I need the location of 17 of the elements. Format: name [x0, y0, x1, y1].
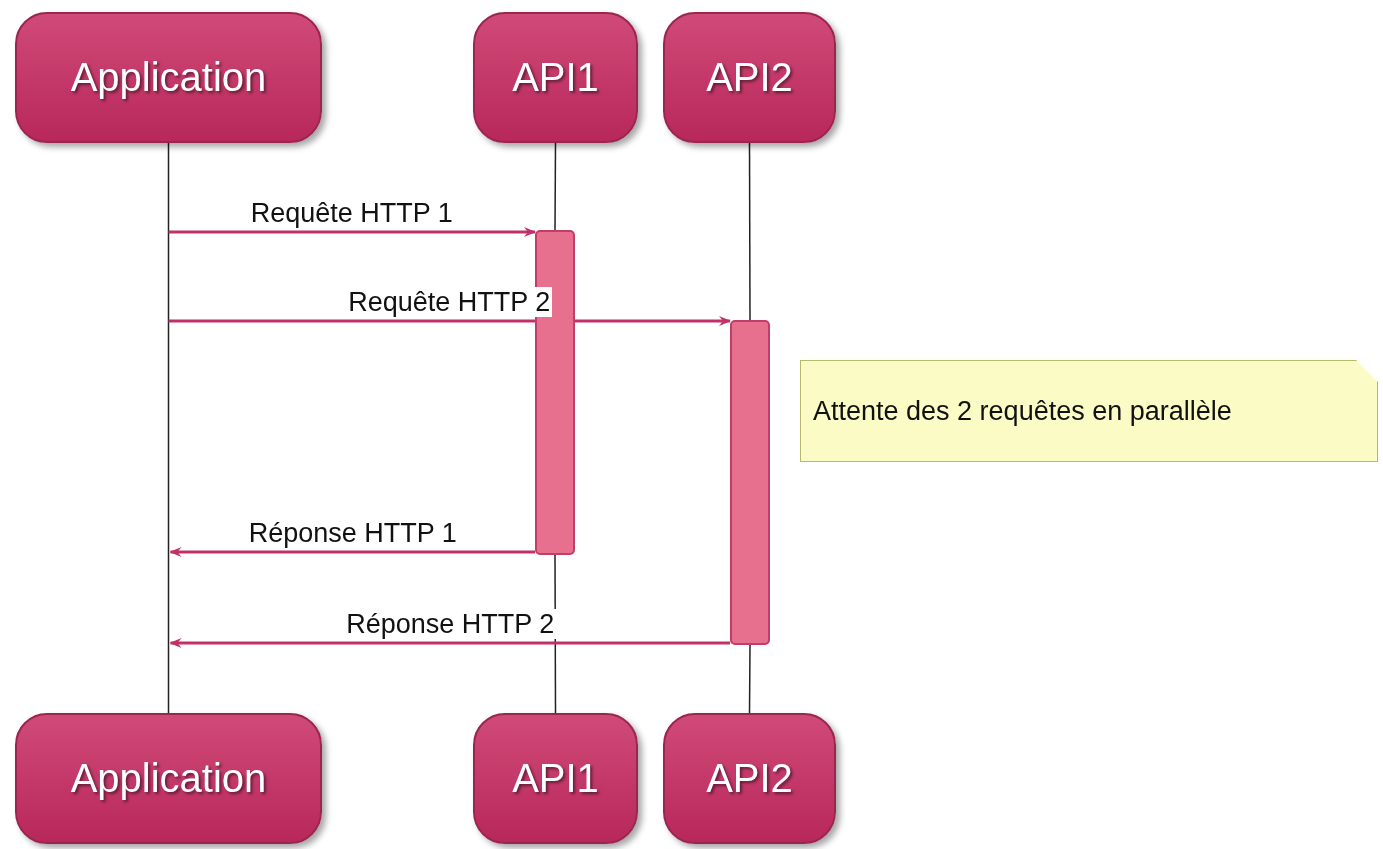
- message-arrow: [168, 227, 536, 237]
- participant-box: Application: [15, 12, 322, 143]
- lifeline: [748, 142, 751, 321]
- participant-box: API1: [473, 12, 638, 143]
- participant-box: API1: [473, 713, 638, 844]
- participant-box: API2: [663, 12, 836, 143]
- lifeline: [554, 142, 557, 231]
- message-arrow: [168, 316, 731, 326]
- activation-bar: [730, 320, 770, 645]
- participant-box: Application: [15, 713, 322, 844]
- message-arrow: [169, 547, 535, 557]
- activation-bar: [535, 230, 575, 555]
- lifeline: [748, 644, 751, 714]
- message-arrow: [169, 638, 730, 648]
- note-box: Attente des 2 requêtes en parallèle: [800, 360, 1378, 462]
- lifeline: [167, 142, 170, 714]
- participant-box: API2: [663, 713, 836, 844]
